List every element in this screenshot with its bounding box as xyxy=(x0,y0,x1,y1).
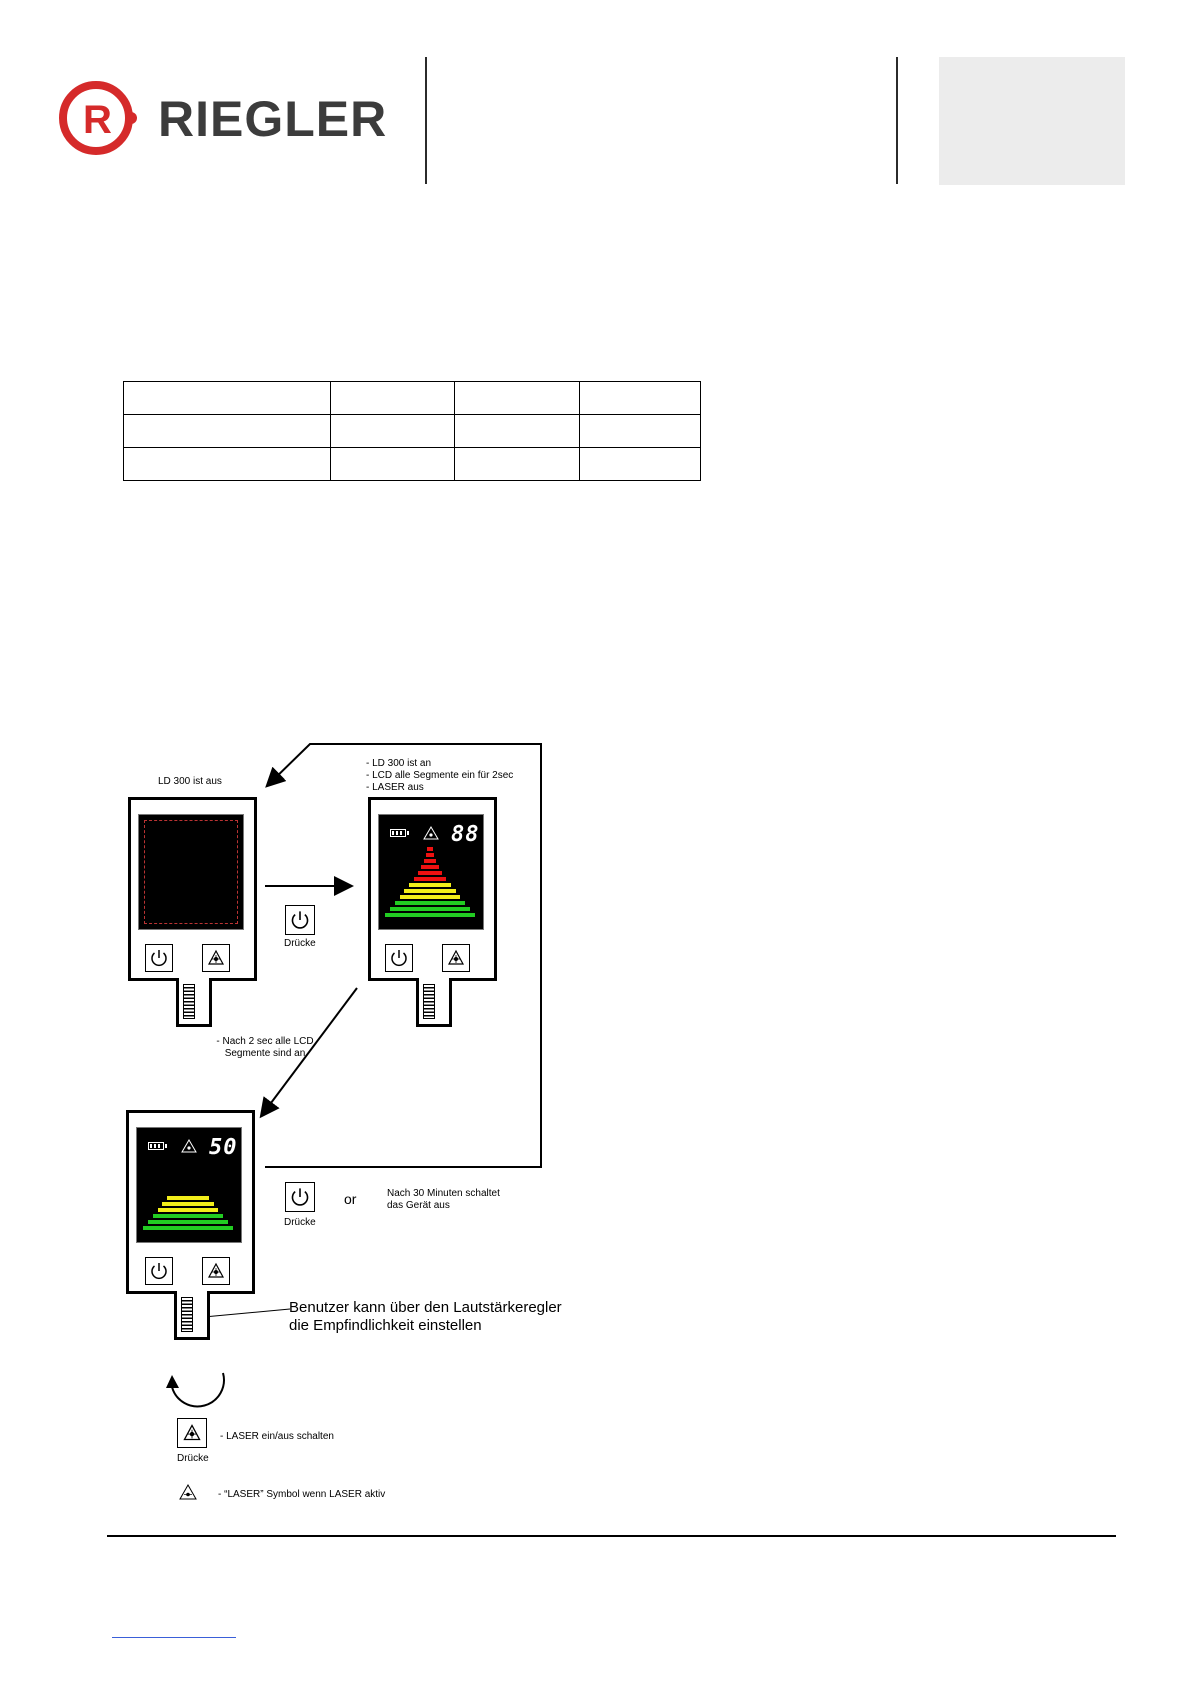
laser-active-icon xyxy=(181,1139,197,1153)
power-icon xyxy=(291,1188,309,1206)
header-divider-2 xyxy=(896,57,898,184)
laser-symbol-icon xyxy=(179,1484,197,1500)
riegler-logo-mark-icon: R xyxy=(59,81,137,155)
laser-button[interactable] xyxy=(202,1257,230,1285)
power-icon xyxy=(291,911,309,929)
power-button[interactable] xyxy=(145,944,173,972)
table-row xyxy=(123,381,701,415)
footer-divider xyxy=(107,1535,1116,1537)
lcd-screen-run: 50 xyxy=(136,1127,242,1243)
power-button[interactable] xyxy=(385,944,413,972)
table-cell xyxy=(454,447,580,481)
laser-symbol-note: - “LASER” Symbol wenn LASER aktiv xyxy=(218,1489,386,1500)
header-panel xyxy=(939,57,1125,185)
press-label: Drücke xyxy=(284,938,316,949)
table-cell xyxy=(330,414,455,448)
laser-button-legend xyxy=(177,1418,207,1448)
brand-name: RIEGLER xyxy=(158,91,388,147)
spec-table xyxy=(123,381,701,481)
battery-icon xyxy=(148,1142,167,1150)
laser-button[interactable] xyxy=(202,944,230,972)
rotate-arrow-icon xyxy=(166,1372,225,1408)
press-power-hint xyxy=(285,1182,315,1212)
table-cell xyxy=(123,414,331,448)
state-off-label: LD 300 ist aus xyxy=(158,776,222,787)
table-cell xyxy=(330,447,455,481)
power-icon xyxy=(151,1263,167,1280)
laser-button[interactable] xyxy=(442,944,470,972)
power-button[interactable] xyxy=(145,1257,173,1285)
header-divider-1 xyxy=(425,57,427,184)
power-icon xyxy=(391,950,407,967)
laser-icon xyxy=(207,1262,225,1278)
table-row xyxy=(123,447,701,481)
state-on-notes: - LD 300 ist an - LCD alle Segmente ein … xyxy=(366,758,514,793)
laser-icon xyxy=(447,949,465,965)
svg-text:R: R xyxy=(83,98,112,142)
table-cell xyxy=(579,381,701,415)
or-label: or xyxy=(344,1191,357,1207)
power-icon xyxy=(151,950,167,967)
volume-wheel[interactable] xyxy=(183,984,195,1019)
laser-icon xyxy=(183,1424,201,1441)
table-cell xyxy=(123,447,331,481)
laser-icon xyxy=(207,949,225,965)
laser-toggle-note: - LASER ein/aus schalten xyxy=(220,1431,334,1442)
footer-link[interactable] xyxy=(112,1637,236,1638)
volume-wheel[interactable] xyxy=(181,1297,193,1332)
table-cell xyxy=(454,414,580,448)
logo: R RIEGLER xyxy=(56,72,386,162)
press-label: Drücke xyxy=(177,1453,209,1464)
table-cell xyxy=(454,381,580,415)
table-cell xyxy=(579,447,701,481)
auto-off-note: Nach 30 Minuten schaltet das Gerät aus xyxy=(387,1188,500,1211)
press-power-hint xyxy=(285,905,315,935)
lcd-value: 50 xyxy=(209,1135,238,1160)
press-label: Drücke xyxy=(284,1217,316,1228)
table-cell xyxy=(330,381,455,415)
table-row xyxy=(123,414,701,448)
lcd-value: 88 xyxy=(451,822,480,847)
battery-icon xyxy=(390,829,409,837)
lcd-screen-full: 88 xyxy=(378,814,484,930)
lcd-screen-off xyxy=(138,814,244,930)
volume-wheel[interactable] xyxy=(423,984,435,1019)
volume-note: Benutzer kann über den Lautstärkeregler … xyxy=(289,1299,562,1334)
after-2sec-note: - Nach 2 sec alle LCD Segmente sind an xyxy=(216,1036,314,1059)
table-cell xyxy=(579,414,701,448)
table-cell xyxy=(123,381,331,415)
laser-active-icon xyxy=(423,826,439,840)
